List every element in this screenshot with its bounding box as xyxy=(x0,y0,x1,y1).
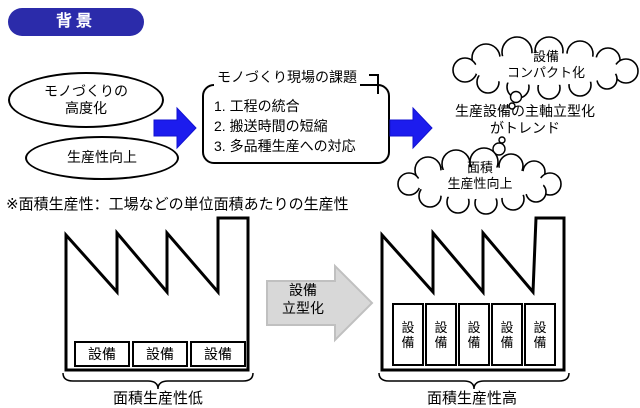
equipment-box: 設備 xyxy=(190,341,246,367)
challenges-list-item: 2. 搬送時間の短縮 xyxy=(214,118,328,134)
cloud-area-productivity-label: 面積 生産性向上 xyxy=(447,160,513,191)
equipment-box-vertical: 設 備 xyxy=(392,303,424,366)
challenges-list-item: 3. 多品種生産への対応 xyxy=(214,138,356,154)
challenges-box-title: モノづくり現場の課題 xyxy=(214,68,360,86)
thought-cloud-area-productivity xyxy=(397,136,562,215)
caption-area-productivity-low: 面積生産性低 xyxy=(112,390,203,407)
blue-arrow-right-icon xyxy=(153,106,197,150)
equipment-box-vertical: 設 備 xyxy=(524,303,556,366)
challenges-box-title-hook xyxy=(369,74,379,94)
cloud-tail-icon xyxy=(508,90,523,110)
challenges-list: 1. 工程の統合 2. 搬送時間の短縮 3. 多品種生産への対応 xyxy=(214,96,356,156)
factory-left-outline xyxy=(64,216,250,372)
cloud-equipment-compact-label: 設備 コンパクト化 xyxy=(506,49,585,80)
thought-cloud-equipment-compact xyxy=(452,36,639,110)
equipment-box-vertical: 設 備 xyxy=(425,303,457,366)
equipment-box: 設備 xyxy=(132,341,188,367)
challenges-box xyxy=(202,84,390,164)
equipment-box: 設備 xyxy=(74,341,130,367)
equipment-box-vertical: 設 備 xyxy=(458,303,490,366)
brace-right-icon xyxy=(378,372,570,390)
blue-arrow-right-icon xyxy=(389,106,433,150)
trend-text: 生産設備の主軸立型化 がトレンド xyxy=(455,103,595,136)
footnote-area-productivity: ※面積生産性：工場などの単位面積あたりの生産性 xyxy=(6,196,349,213)
equipment-box-vertical: 設 備 xyxy=(491,303,523,366)
page-title: 背景 xyxy=(8,8,144,36)
challenges-list-item: 1. 工程の統合 xyxy=(214,98,300,114)
cloud-tail-icon xyxy=(492,136,506,156)
ellipse-monozukuri-advancement: モノづくりの 高度化 xyxy=(8,72,164,128)
ellipse-productivity-improvement: 生産性向上 xyxy=(25,136,179,180)
gray-arrow-label: 設備 立型化 xyxy=(282,282,324,316)
caption-area-productivity-high: 面積生産性高 xyxy=(426,390,517,407)
brace-left-icon xyxy=(62,372,254,390)
gray-arrow-equipment-verticalization-icon xyxy=(266,263,374,343)
